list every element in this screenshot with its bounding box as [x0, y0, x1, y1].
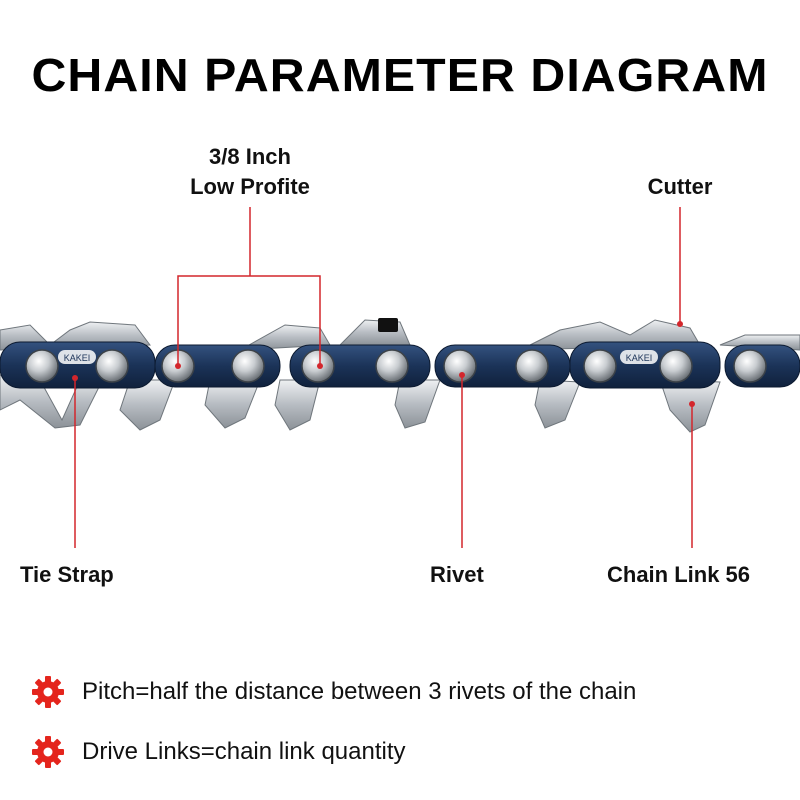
rivet: [375, 349, 409, 383]
rivet: [231, 349, 265, 383]
rivet: [583, 349, 617, 383]
pitch-label-line2: Low Profite: [190, 174, 310, 199]
rivet: [25, 349, 59, 383]
gear-icon: [32, 676, 64, 708]
gear-icon: [32, 736, 64, 768]
note-pitch: Pitch=half the distance between 3 rivets…: [30, 672, 636, 712]
rivet: [443, 349, 477, 383]
chain-link-label: Chain Link 56: [607, 562, 751, 587]
cutter-chrome: [378, 318, 398, 332]
pitch-label: 3/8 Inch Low Profite: [150, 142, 350, 202]
brand-mark: KAKEI: [626, 353, 653, 363]
rivet: [95, 349, 129, 383]
rivet: [659, 349, 693, 383]
diagram-title: CHAIN PARAMETER DIAGRAM: [31, 49, 769, 101]
brand-mark: KAKEI: [64, 353, 91, 363]
rivet: [515, 349, 549, 383]
pitch-label-line1: 3/8 Inch: [209, 144, 291, 169]
pitch-leader: [177, 275, 321, 366]
rivet-label: Rivet: [430, 562, 484, 587]
tie-strap-label: Tie Strap: [20, 562, 114, 587]
note-text: Drive Links=chain link quantity: [82, 738, 406, 765]
drive-links: [0, 374, 721, 433]
note-drive-links: Drive Links=chain link quantity: [30, 732, 406, 772]
leader-lines: [74, 207, 693, 548]
note-text: Pitch=half the distance between 3 rivets…: [82, 678, 637, 705]
rivet: [733, 349, 767, 383]
cutter-label: Cutter: [647, 174, 713, 199]
brand-marks: KAKEI KAKEI: [58, 350, 658, 364]
leader-dots: [72, 321, 695, 407]
